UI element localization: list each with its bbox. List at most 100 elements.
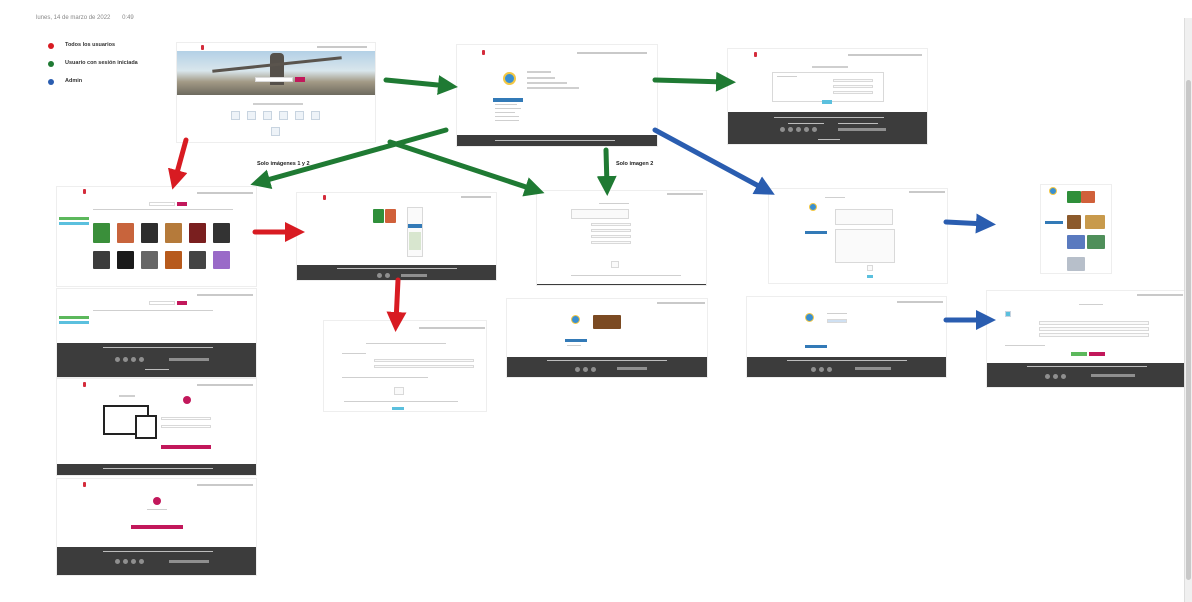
category-icon[interactable]: [247, 111, 256, 120]
social-icon[interactable]: [591, 367, 596, 372]
form-field[interactable]: [1039, 321, 1149, 325]
menu-item-active[interactable]: [805, 231, 827, 234]
social-icon[interactable]: [1061, 374, 1066, 379]
product-thumbnail[interactable]: [117, 223, 134, 243]
register-button[interactable]: [131, 525, 183, 529]
menu-item-active[interactable]: [1045, 221, 1063, 224]
category-icon[interactable]: [311, 111, 320, 120]
product-thumbnail[interactable]: [141, 251, 158, 269]
social-icon[interactable]: [812, 127, 817, 132]
social-icon[interactable]: [804, 127, 809, 132]
category-icon[interactable]: [231, 111, 240, 120]
social-icon[interactable]: [139, 357, 144, 362]
social-icon[interactable]: [796, 127, 801, 132]
product-thumbnail[interactable]: [165, 223, 182, 243]
product-thumbnail[interactable]: [1087, 235, 1105, 249]
form-field[interactable]: [1039, 333, 1149, 337]
category-icon[interactable]: [295, 111, 304, 120]
social-icon[interactable]: [827, 367, 832, 372]
social-icon[interactable]: [115, 559, 120, 564]
social-icon[interactable]: [788, 127, 793, 132]
product-thumbnail[interactable]: [1085, 215, 1105, 229]
form-field[interactable]: [591, 241, 631, 244]
image-upload-box[interactable]: [571, 209, 629, 219]
product-thumbnail[interactable]: [189, 223, 206, 243]
submit-button[interactable]: [867, 275, 873, 278]
menu-item-active[interactable]: [805, 345, 827, 348]
form-field[interactable]: [833, 91, 873, 94]
product-thumbnail[interactable]: [1067, 191, 1081, 203]
app-store-badges[interactable]: [169, 560, 209, 563]
app-store-badges[interactable]: [169, 358, 209, 361]
social-icon[interactable]: [583, 367, 588, 372]
menu-item[interactable]: [567, 345, 581, 346]
category-icon[interactable]: [271, 127, 280, 136]
contact-button[interactable]: [408, 224, 422, 228]
social-icon[interactable]: [1053, 374, 1058, 379]
category-tabs[interactable]: [93, 310, 213, 311]
product-thumbnail[interactable]: [93, 223, 110, 243]
menu-item[interactable]: [495, 108, 521, 109]
save-button[interactable]: [822, 100, 832, 104]
form-field[interactable]: [591, 229, 631, 232]
filter-active[interactable]: [59, 217, 89, 220]
product-thumbnail[interactable]: [593, 315, 621, 329]
social-icon[interactable]: [385, 273, 390, 278]
captcha-box[interactable]: [867, 265, 873, 271]
form-field[interactable]: [833, 79, 873, 82]
social-icon[interactable]: [115, 357, 120, 362]
social-icon[interactable]: [575, 367, 580, 372]
login-button[interactable]: [161, 445, 211, 449]
password-field[interactable]: [161, 425, 211, 428]
form-field[interactable]: [591, 223, 631, 226]
menu-item[interactable]: [495, 120, 519, 121]
scrollbar-thumb[interactable]: [1186, 80, 1191, 580]
social-icon[interactable]: [131, 559, 136, 564]
vertical-scrollbar[interactable]: [1184, 18, 1192, 602]
form-field[interactable]: [591, 235, 631, 238]
filter-active[interactable]: [59, 316, 89, 319]
search-input[interactable]: [149, 301, 175, 305]
product-thumbnail[interactable]: [213, 251, 230, 269]
social-icon[interactable]: [780, 127, 785, 132]
admin-field[interactable]: [827, 319, 847, 323]
app-store-badges[interactable]: [855, 367, 891, 370]
product-thumbnail[interactable]: [1067, 215, 1081, 229]
app-store-badges[interactable]: [617, 367, 647, 370]
product-thumbnail[interactable]: [1081, 191, 1095, 203]
app-store-badges[interactable]: [838, 128, 886, 131]
approve-button[interactable]: [1071, 352, 1087, 356]
product-thumbnail[interactable]: [117, 251, 134, 269]
app-store-badges[interactable]: [1091, 374, 1135, 377]
category-icon[interactable]: [263, 111, 272, 120]
app-store-badges[interactable]: [401, 274, 427, 277]
social-icon[interactable]: [123, 357, 128, 362]
product-thumbnail[interactable]: [189, 251, 206, 269]
filter-item[interactable]: [59, 222, 89, 225]
form-field[interactable]: [374, 365, 474, 368]
product-image[interactable]: [373, 209, 384, 223]
menu-item-active[interactable]: [565, 339, 587, 342]
search-input[interactable]: [149, 202, 175, 206]
product-thumbnail[interactable]: [141, 223, 158, 243]
product-thumbnail[interactable]: [93, 251, 110, 269]
menu-item[interactable]: [495, 116, 519, 117]
product-thumbnail[interactable]: [165, 251, 182, 269]
menu-item-active[interactable]: [493, 98, 523, 102]
search-button[interactable]: [177, 301, 187, 305]
menu-item[interactable]: [495, 104, 517, 105]
social-icon[interactable]: [819, 367, 824, 372]
menu-item[interactable]: [495, 112, 515, 113]
product-thumbnail[interactable]: [1067, 257, 1085, 271]
delete-button[interactable]: [1089, 352, 1105, 356]
product-thumbnail[interactable]: [213, 223, 230, 243]
form-field[interactable]: [374, 359, 474, 362]
filter-item[interactable]: [59, 321, 89, 324]
social-icon[interactable]: [811, 367, 816, 372]
search-button[interactable]: [177, 202, 187, 206]
captcha-box[interactable]: [611, 261, 619, 268]
form-field[interactable]: [1039, 327, 1149, 331]
social-icon[interactable]: [377, 273, 382, 278]
form-field[interactable]: [833, 85, 873, 88]
category-icon[interactable]: [279, 111, 288, 120]
